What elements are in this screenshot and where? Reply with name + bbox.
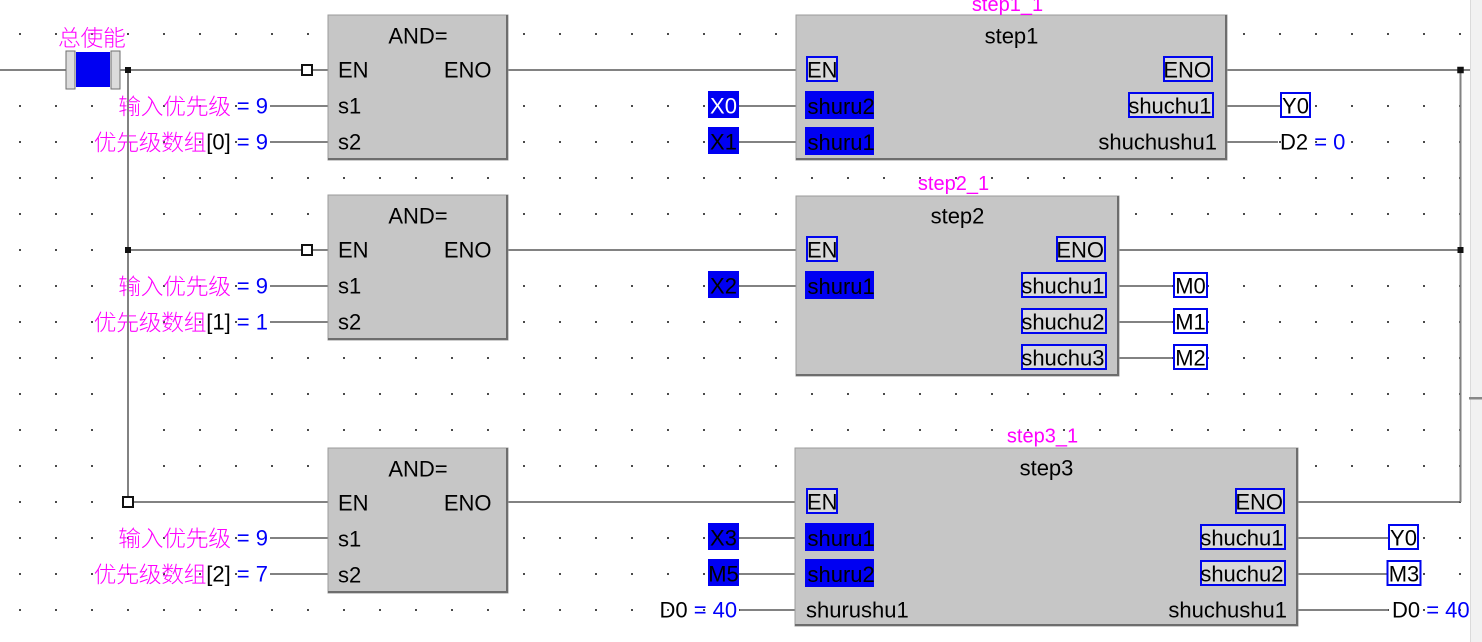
- svg-text:shuru1: shuru1: [808, 130, 875, 155]
- svg-text:= 9: = 9: [237, 130, 268, 155]
- svg-text:shuchu2: shuchu2: [1200, 562, 1283, 587]
- svg-text:ENO: ENO: [1163, 58, 1211, 83]
- svg-text:AND=: AND=: [388, 457, 447, 482]
- svg-text:= 9: = 9: [237, 526, 268, 551]
- svg-text:shuchushu1: shuchushu1: [1168, 598, 1287, 623]
- svg-text:shuru2: shuru2: [808, 94, 875, 119]
- svg-text:M0: M0: [1175, 274, 1206, 299]
- svg-text:ENO: ENO: [444, 58, 492, 83]
- svg-text:ENO: ENO: [444, 491, 492, 516]
- svg-text:X1: X1: [710, 130, 737, 155]
- svg-text:= 0: = 0: [1314, 130, 1345, 155]
- svg-text:ENO: ENO: [1235, 490, 1283, 515]
- svg-text:shuchushu1: shuchushu1: [1098, 130, 1217, 155]
- svg-text:s2: s2: [338, 563, 361, 588]
- svg-text:AND=: AND=: [388, 204, 447, 229]
- svg-text:step1_1: step1_1: [972, 0, 1043, 16]
- svg-text:s2: s2: [338, 130, 361, 155]
- svg-text:step2_1: step2_1: [918, 173, 989, 195]
- svg-text:s1: s1: [338, 274, 361, 299]
- svg-text:X3: X3: [710, 526, 737, 551]
- svg-text:shuru1: shuru1: [808, 274, 875, 299]
- svg-text:shuru1: shuru1: [808, 526, 875, 551]
- svg-text:shuru2: shuru2: [808, 562, 875, 587]
- svg-text:D0: D0: [1392, 598, 1420, 623]
- svg-text:= 40: = 40: [694, 598, 737, 623]
- svg-text:Y0: Y0: [1282, 94, 1309, 119]
- svg-text:ENO: ENO: [444, 238, 492, 263]
- svg-text:shuchu1: shuchu1: [1128, 94, 1211, 119]
- svg-text:EN: EN: [338, 58, 369, 83]
- svg-text:= 9: = 9: [237, 94, 268, 119]
- svg-text:shurushu1: shurushu1: [806, 598, 909, 623]
- svg-text:D0: D0: [660, 598, 688, 623]
- svg-text:EN: EN: [807, 58, 838, 83]
- svg-text:step1: step1: [985, 24, 1039, 49]
- svg-text:= 40: = 40: [1426, 598, 1469, 623]
- svg-text:Y0: Y0: [1390, 526, 1417, 551]
- svg-text:ENO: ENO: [1056, 238, 1104, 263]
- svg-text:= 7: = 7: [237, 562, 268, 587]
- svg-text:X0: X0: [710, 94, 737, 119]
- svg-text:M5: M5: [708, 562, 739, 587]
- svg-text:step3_1: step3_1: [1007, 426, 1078, 448]
- svg-text:AND=: AND=: [388, 24, 447, 49]
- svg-text:s2: s2: [338, 310, 361, 335]
- svg-text:step3: step3: [1020, 456, 1074, 481]
- svg-text:shuchu1: shuchu1: [1021, 274, 1104, 299]
- svg-text:M2: M2: [1175, 346, 1206, 371]
- svg-text:s1: s1: [338, 527, 361, 552]
- svg-text:EN: EN: [807, 238, 838, 263]
- svg-text:= 1: = 1: [237, 310, 268, 335]
- svg-text:[1]: [1]: [206, 310, 230, 335]
- svg-text:[0]: [0]: [206, 130, 230, 155]
- svg-text:[2]: [2]: [206, 562, 230, 587]
- svg-text:EN: EN: [338, 238, 369, 263]
- svg-text:M3: M3: [1389, 562, 1420, 587]
- svg-text:EN: EN: [338, 491, 369, 516]
- svg-text:shuchu3: shuchu3: [1021, 346, 1104, 371]
- svg-text:s1: s1: [338, 94, 361, 119]
- svg-text:EN: EN: [807, 490, 838, 515]
- svg-text:M1: M1: [1175, 310, 1206, 335]
- svg-text:D2: D2: [1280, 130, 1308, 155]
- svg-text:shuchu1: shuchu1: [1200, 526, 1283, 551]
- svg-text:step2: step2: [931, 204, 985, 229]
- svg-text:shuchu2: shuchu2: [1021, 310, 1104, 335]
- svg-text:= 9: = 9: [237, 274, 268, 299]
- svg-text:X2: X2: [710, 274, 737, 299]
